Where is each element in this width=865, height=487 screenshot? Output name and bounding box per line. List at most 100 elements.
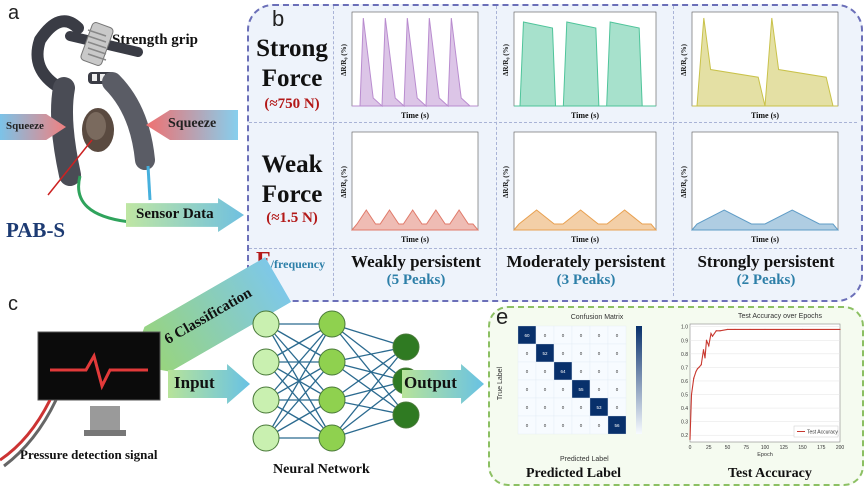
confusion-value: 0 [616,333,619,338]
confusion-value: 0 [580,369,583,374]
confusion-value: 0 [544,369,547,374]
confusion-value: 0 [526,405,529,410]
accuracy-x-tick: 150 [798,445,807,451]
accuracy-point [749,328,751,331]
neural-network-diagram [252,310,420,452]
pressure-signal-caption: Pressure detection signal [20,447,158,462]
accuracy-y-tick: 1.0 [681,325,688,331]
accuracy-point [764,328,766,331]
accuracy-y-tick: 0.4 [681,406,688,412]
accuracy-x-label: Epoch [757,452,773,458]
cable-illustration [0,400,58,468]
confusion-value: 0 [580,423,583,428]
x-axis-label: Time (s) [571,111,599,120]
output-label: Output [404,373,457,392]
accuracy-point [689,438,691,440]
y-axis-label: ΔR/R₀ (%) [680,43,688,76]
nn-connection [265,323,333,439]
grip-title: Strength grip [112,32,198,48]
accuracy-legend-label: Test Accuracy [807,430,838,436]
sensor-data-label: Sensor Data [136,206,214,222]
x-axis-label: Time (s) [401,235,429,244]
confusion-value: 0 [544,405,547,410]
confusion-value: 0 [616,351,619,356]
accuracy-point [702,349,705,351]
confusion-value: 0 [616,405,619,410]
nn-node [318,424,346,452]
signal-subplot: Time (s) ΔR/R₀ (%) [340,131,480,244]
weak-force-value: (≈1.5 N) [266,210,318,226]
accuracy-y-tick: 0.9 [681,338,688,344]
accuracy-point [693,377,695,379]
y-axis-label: ΔR/R₀ (%) [340,165,348,198]
nn-node [318,386,346,414]
confusion-value: 0 [580,351,583,356]
grid-divider [249,248,857,250]
nn-connection [331,323,407,382]
confusion-value: 0 [598,423,601,428]
nn-connection [331,380,407,439]
accuracy-legend [793,425,839,438]
nn-node [252,310,280,338]
accuracy-y-tick: 0.2 [681,433,688,439]
confusion-value: 0 [526,423,529,428]
signal-trace [350,209,480,231]
grid-divider [249,122,857,124]
confusion-value: 0 [598,369,601,374]
nn-connection [331,346,407,439]
squeeze-right-label: Squeeze [168,116,217,131]
accuracy-point [711,335,714,337]
confusion-value: 0 [544,387,547,392]
x-axis-label: Time (s) [571,235,599,244]
confusion-x-label: Predicted Label [560,456,609,463]
grid-divider [333,6,335,296]
predicted-label-caption: Predicted Label [526,466,622,481]
accuracy-x-tick: 100 [761,445,770,451]
nn-connection [265,323,333,401]
accuracy-point [698,366,700,369]
confusion-value: 0 [580,405,583,410]
confusion-value: 0 [562,423,565,428]
panel-label-b: b [272,6,285,31]
confusion-value: 55 [578,387,584,392]
accuracy-x-tick: 200 [836,445,845,451]
nn-node [318,348,346,376]
sensor-data-arrow: Sensor Data [126,198,244,232]
confusion-value: 0 [562,333,565,338]
nn-node [252,348,280,376]
accuracy-point [708,345,710,347]
confusion-value: 0 [616,387,619,392]
y-axis-label: ΔR/R₀ (%) [340,43,348,76]
accuracy-point [839,328,841,331]
accuracy-x-tick: 125 [780,445,789,451]
panel-label-a: a [8,2,20,24]
category-moderate-name: Moderately persistent [506,252,666,271]
accuracy-point [695,370,697,373]
accuracy-x-tick: 175 [817,445,826,451]
x-axis-label: Time (s) [401,111,429,120]
confusion-colorbar [636,326,642,434]
nn-connection [331,361,407,416]
input-arrow: Input [168,364,250,404]
test-accuracy-caption: Test Accuracy [728,466,812,481]
y-axis-label: ΔR/R₀ (%) [680,165,688,198]
confusion-value: 0 [544,333,547,338]
nn-node [392,333,420,361]
accuracy-y-tick: 0.6 [681,379,688,385]
squeeze-left-label: Squeeze [6,120,44,132]
nn-connection [265,361,333,439]
accuracy-x-tick: 75 [743,445,749,451]
grid-divider [496,6,498,296]
accuracy-x-tick: 50 [725,445,731,451]
accuracy-point [734,328,736,331]
signal-subplot: Time (s)ΔR/R₀ (%) [502,11,657,120]
category-moderate-peaks: (3 Peaks) [556,272,616,288]
sensor-label: PAB-S [6,218,66,242]
signal-subplot: Time (s)ΔR/R₀ (%) [502,131,658,244]
accuracy-x-tick: 0 [689,445,692,451]
signal-trace [690,209,840,231]
confusion-value: 0 [562,387,565,392]
panel-label-c: c [8,293,18,315]
